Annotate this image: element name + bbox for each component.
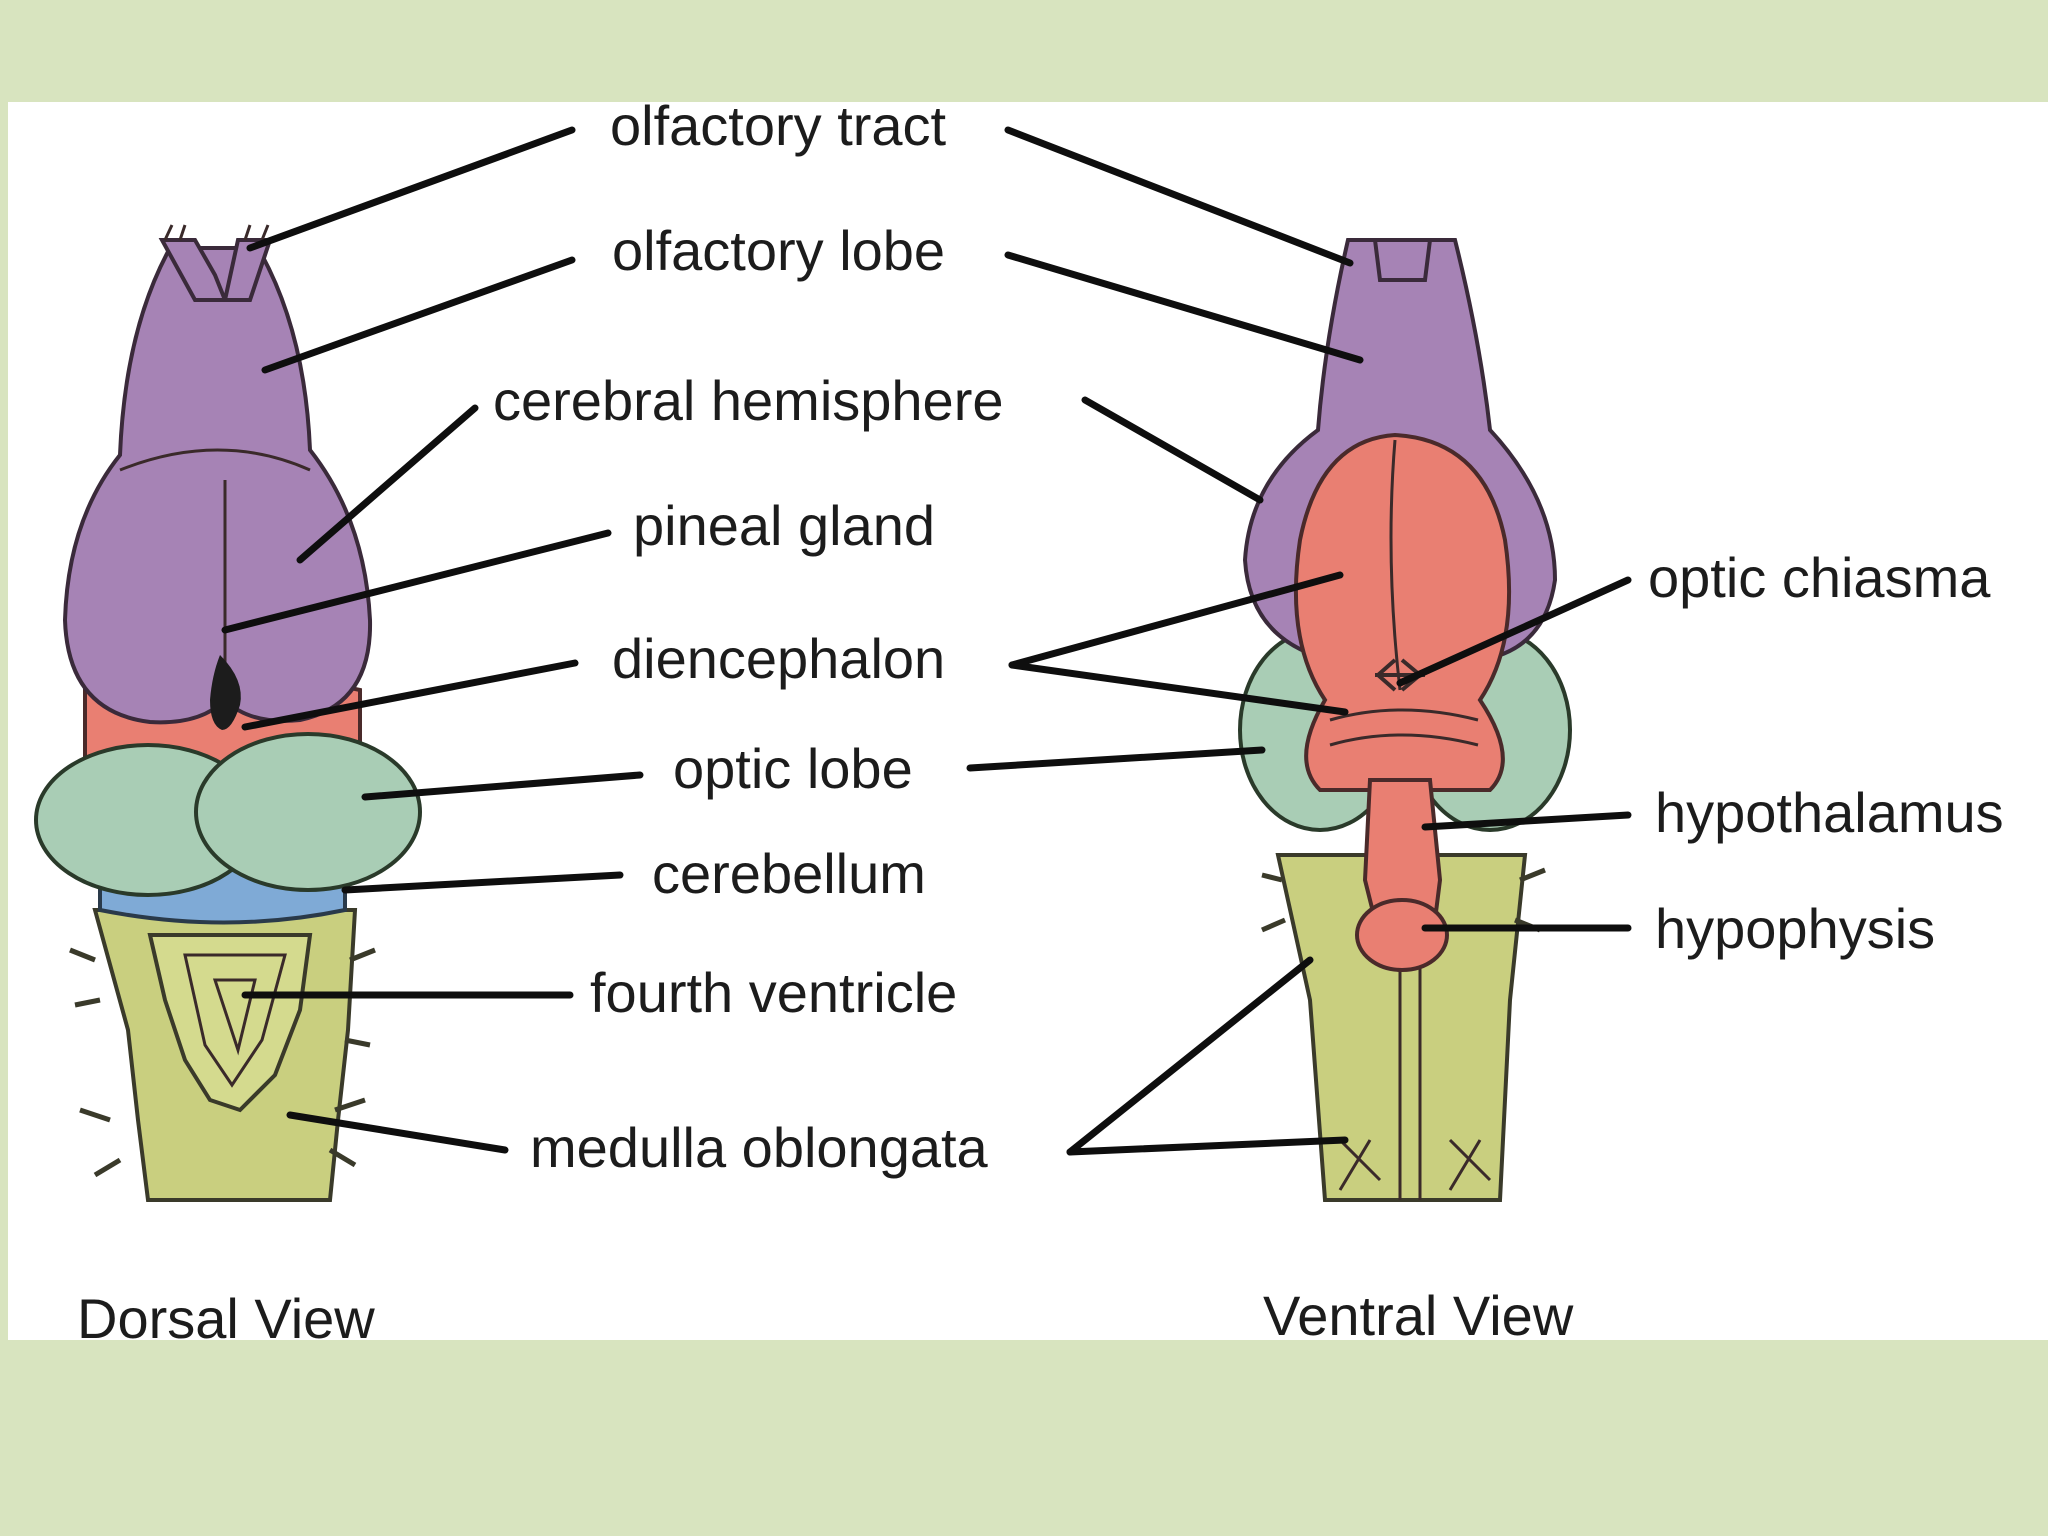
dorsal-cerebrum	[62, 246, 373, 725]
leader-cerebral-hemisphere-ventral	[1081, 396, 1264, 504]
leader-medulla-oblongata-dorsal	[286, 1111, 509, 1154]
leader-pineal-gland	[221, 529, 612, 634]
leader-optic-lobe-ventral	[966, 746, 1266, 772]
ventral-brain	[1238, 238, 1572, 1202]
label-diencephalon: diencephalon	[612, 627, 945, 690]
leader-cerebellum	[341, 871, 624, 894]
label-fourth-ventricle: fourth ventricle	[590, 961, 957, 1024]
leader-optic-lobe-dorsal	[361, 771, 644, 801]
label-medulla-oblongata: medulla oblongata	[530, 1116, 989, 1179]
label-pineal-gland: pineal gland	[633, 494, 935, 557]
dorsal-brain	[34, 224, 422, 1202]
leader-cerebral-hemisphere-dorsal	[296, 404, 479, 564]
ventral-diencephalon	[1293, 432, 1512, 792]
dorsal-olfactory-tract	[158, 238, 273, 302]
ventral-olfactory-tract	[1348, 238, 1455, 282]
dorsal-nerve-roots	[69, 947, 376, 1178]
label-olfactory-tract: olfactory tract	[610, 94, 947, 157]
label-hypothalamus: hypothalamus	[1655, 781, 2004, 844]
leader-optic-chiasma	[1396, 576, 1632, 687]
label-olfactory-lobe: olfactory lobe	[612, 219, 945, 282]
label-cerebellum: cerebellum	[652, 842, 926, 905]
bottom-band	[0, 1340, 2048, 1536]
leader-medulla-oblongata-ventral-1	[1066, 956, 1314, 1156]
label-dorsal-view: Dorsal View	[77, 1287, 375, 1350]
leader-hypothalamus	[1421, 811, 1632, 831]
leader-diencephalon-ventral-1	[1008, 571, 1344, 669]
label-optic-chiasma: optic chiasma	[1648, 546, 1991, 609]
leader-olfactory-lobe-dorsal	[261, 256, 576, 374]
label-optic-lobe: optic lobe	[673, 737, 913, 800]
leader-olfactory-tract-ventral	[1004, 126, 1354, 267]
label-cerebral-hemisphere: cerebral hemisphere	[493, 369, 1003, 432]
leader-lines	[221, 126, 1632, 1156]
ventral-hypophysis	[1355, 898, 1449, 972]
leader-olfactory-tract-dorsal	[246, 126, 576, 252]
label-hypophysis: hypophysis	[1655, 897, 1935, 960]
leader-diencephalon-ventral-2	[1008, 661, 1349, 716]
leader-medulla-oblongata-ventral-2	[1066, 1136, 1349, 1156]
ventral-optic-chiasma	[1375, 658, 1425, 692]
leader-olfactory-lobe-ventral	[1004, 251, 1364, 364]
dorsal-optic-lobe-right	[194, 732, 422, 892]
labels: olfactory tract olfactory lobe cerebral …	[77, 94, 2004, 1350]
leader-diencephalon-dorsal	[241, 659, 579, 731]
label-ventral-view: Ventral View	[1263, 1284, 1574, 1347]
dorsal-pineal-gland	[210, 655, 241, 730]
